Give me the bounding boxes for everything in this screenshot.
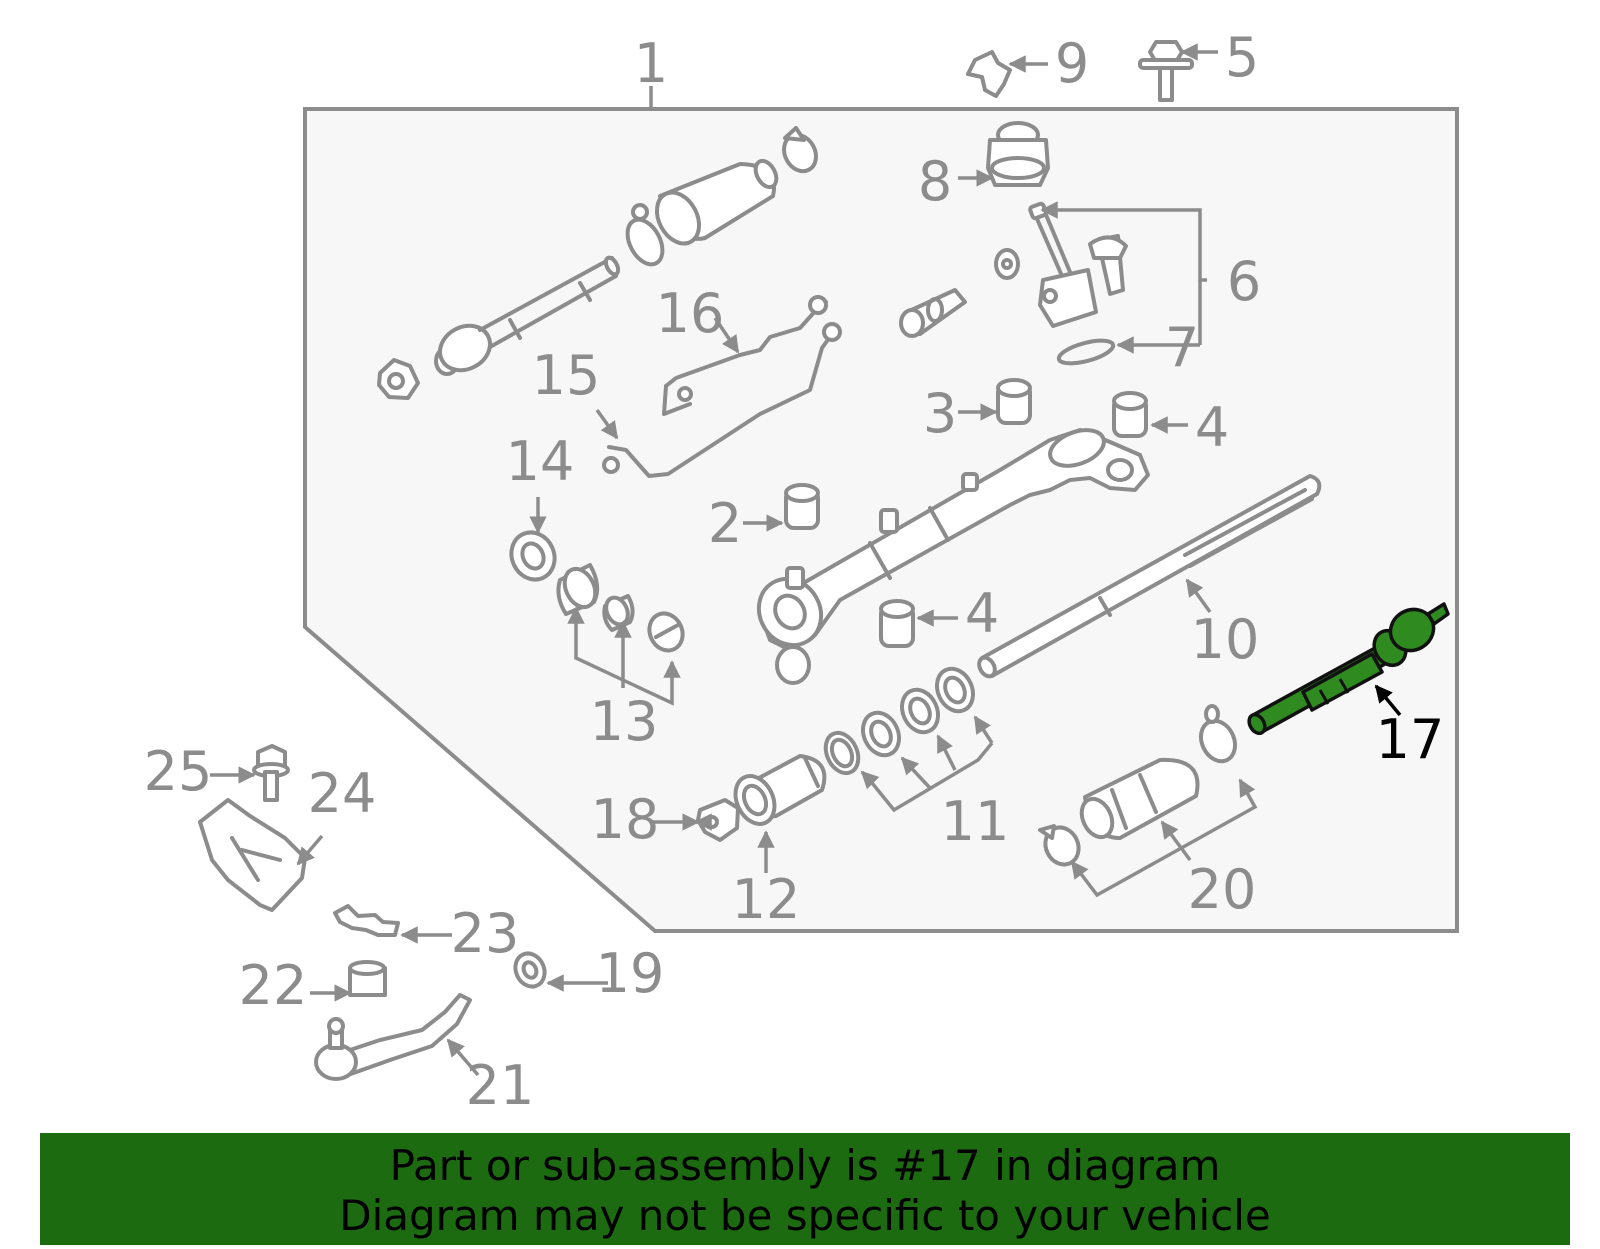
banner-line-disclaimer: Diagram may not be specific to your vehi… (339, 1191, 1271, 1240)
seal-kit-11 (823, 666, 975, 776)
callout-4-upper[interactable]: 4 (1195, 396, 1229, 459)
bolt-5 (1138, 40, 1194, 102)
valve-housing-6 (899, 201, 1128, 338)
nut-22 (348, 960, 387, 997)
rack-housing (756, 428, 1150, 685)
bushing-4-lower (879, 599, 915, 648)
callout-18[interactable]: 18 (591, 788, 660, 851)
banner-line-part-number: Part or sub-assembly is #17 in diagram (389, 1141, 1221, 1190)
callout-22[interactable]: 22 (239, 954, 308, 1017)
callout-15[interactable]: 15 (532, 344, 601, 407)
callout-19[interactable]: 19 (596, 942, 665, 1005)
callout-4-lower[interactable]: 4 (965, 582, 999, 645)
bracket-23 (333, 904, 400, 937)
return-line-15 (602, 322, 842, 478)
bushing-3 (996, 378, 1032, 425)
callout-12[interactable]: 12 (732, 868, 801, 931)
o-ring-7 (1056, 338, 1116, 366)
callout-20[interactable]: 20 (1188, 858, 1257, 921)
callout-2[interactable]: 2 (708, 492, 742, 555)
callout-11[interactable]: 11 (941, 790, 1010, 853)
heat-shield-24 (198, 798, 307, 912)
boot-12 (733, 754, 827, 826)
outer-tie-rod-end-21 (314, 993, 472, 1081)
callout-9[interactable]: 9 (1055, 32, 1089, 95)
seal-14 (509, 530, 557, 582)
callout-3[interactable]: 3 (923, 382, 957, 445)
callout-5[interactable]: 5 (1225, 26, 1259, 89)
callout-10[interactable]: 10 (1191, 608, 1260, 671)
bolt-25 (252, 744, 290, 802)
callout-21[interactable]: 21 (466, 1054, 535, 1117)
callout-23[interactable]: 23 (451, 902, 520, 965)
callout-17-highlighted[interactable]: 17 (1376, 708, 1445, 771)
nut-19 (513, 951, 547, 989)
clip-9 (966, 50, 1012, 98)
boot-left (625, 126, 818, 267)
callout-16[interactable]: 16 (656, 282, 725, 345)
part-info-banner: Part or sub-assembly is #17 in diagram D… (40, 1133, 1570, 1245)
callout-24[interactable]: 24 (308, 762, 377, 825)
bushing-2 (784, 483, 820, 530)
callout-8[interactable]: 8 (918, 150, 952, 213)
callout-6[interactable]: 6 (1227, 250, 1261, 313)
leader-lines (210, 43, 1402, 1077)
pressure-line-16 (662, 295, 828, 416)
callout-14[interactable]: 14 (506, 430, 575, 493)
callout-13[interactable]: 13 (590, 690, 659, 753)
bushing-4-upper (1112, 391, 1148, 438)
callout-7[interactable]: 7 (1165, 316, 1199, 379)
callout-25[interactable]: 25 (144, 740, 213, 803)
callout-labels: 1 2 3 4 4 5 6 7 8 9 10 11 12 13 14 15 16… (144, 26, 1445, 1117)
inner-tie-rod-left (377, 255, 621, 400)
rack-bar-10 (977, 474, 1322, 679)
callout-1[interactable]: 1 (634, 32, 668, 95)
pinion-seal-8 (986, 121, 1050, 187)
inner-tie-rod-17-highlighted (1247, 602, 1450, 736)
